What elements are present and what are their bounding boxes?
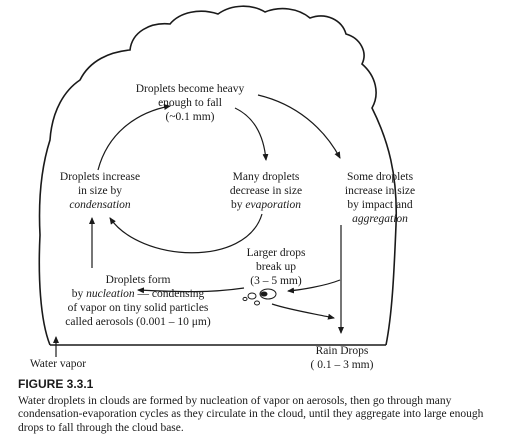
arrow-heavy-to-aggregation — [257, 94, 341, 159]
arrow-increase-to-heavy — [97, 104, 171, 171]
caption-text: Water droplets in clouds are formed by n… — [18, 394, 484, 434]
breakup-drops-icon — [242, 288, 277, 306]
figure-caption: FIGURE 3.3.1 Water droplets in clouds ar… — [18, 377, 504, 435]
node-heavy-line: Droplets become heavy — [135, 83, 245, 95]
arrow-aggregation-to-blobs — [287, 279, 341, 294]
arrow-decrease-to-nucleation — [109, 213, 263, 254]
node-line: Droplets form — [105, 274, 171, 286]
node-rain-drops: Rain Drops ( 0.1 – 3 mm) — [304, 344, 380, 372]
node-word-by: by — [231, 199, 246, 211]
node-line: Many droplets — [232, 171, 300, 183]
node-increase-condensation: Droplets increase in size by condensatio… — [52, 170, 148, 212]
node-water-vapor: Water vapor — [28, 357, 88, 371]
arrow-blobs-to-raindrops — [271, 303, 335, 320]
water-vapor-label: Water vapor — [29, 358, 87, 370]
arrow-blobs-to-nucleation — [137, 287, 245, 294]
node-line: decrease in size — [229, 185, 303, 197]
node-line: break up — [256, 261, 296, 273]
node-word-by: by — [71, 288, 87, 300]
cloud-outline — [38, 5, 398, 346]
node-word-nucleation: nucleation — [86, 288, 135, 300]
node-word-rest: — condensing — [134, 288, 205, 300]
node-line: Droplets increase — [59, 171, 141, 183]
node-line: Some droplets — [346, 171, 414, 183]
node-line: ( 0.1 – 3 mm) — [310, 359, 374, 371]
node-nucleation: Droplets form by nucleation — condensing… — [40, 273, 236, 329]
node-line: called aerosols (0.001 – 10 μm) — [65, 316, 211, 328]
node-larger-drops: Larger drops break up (3 – 5 mm) — [236, 246, 316, 288]
node-line: in size by — [77, 185, 123, 197]
node-line: of vapor on tiny solid particles — [67, 302, 209, 314]
arrow-heavy-to-decrease — [234, 107, 269, 161]
node-line: Rain Drops — [315, 345, 369, 357]
node-line: condensation — [69, 199, 131, 211]
node-line: by impact and — [347, 199, 413, 211]
node-heavy-line: (~0.1 mm) — [165, 111, 215, 123]
node-decrease-evaporation: Many droplets decrease in size by evapor… — [214, 170, 318, 212]
node-heavy: Droplets become heavy enough to fall (~0… — [120, 82, 260, 124]
caption-title: FIGURE 3.3.1 — [18, 377, 94, 391]
node-word-evaporation: evaporation — [245, 199, 301, 211]
node-line: (3 – 5 mm) — [250, 275, 302, 287]
node-heavy-line: enough to fall — [158, 97, 222, 109]
node-impact-aggregation: Some droplets increase in size by impact… — [330, 170, 430, 226]
node-line: increase in size — [344, 185, 416, 197]
node-line: aggregation — [352, 213, 408, 225]
node-line: Larger drops — [246, 247, 306, 259]
